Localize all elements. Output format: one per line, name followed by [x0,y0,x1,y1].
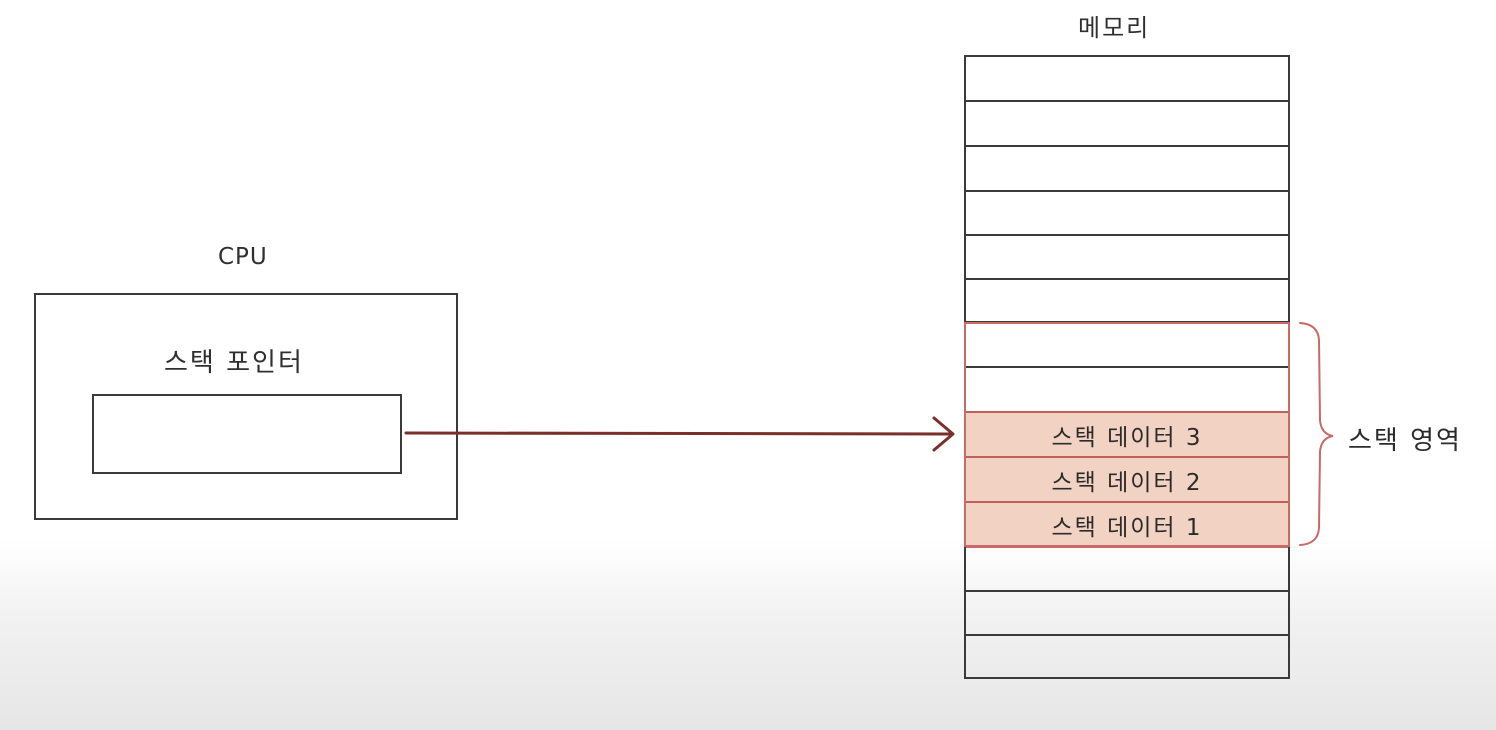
memory-cell [966,192,1288,236]
memory-divider [966,190,1288,192]
memory-cell [966,368,1288,413]
memory-divider [966,145,1288,147]
stack-pointer-label: 스택 포인터 [164,348,304,378]
memory-divider [966,234,1288,236]
cpu-box [34,293,458,520]
memory-cell [966,592,1288,634]
stack-area-label: 스택 영역 [1348,426,1462,456]
stack-data-1-cell: 스택 데이터 1 [966,501,1288,546]
memory-divider [966,590,1288,592]
stack-pointer-arrow [404,416,955,452]
memory-cell [966,323,1288,368]
memory-cell [966,280,1288,323]
stack-pointer-register [92,394,402,474]
memory-divider [966,634,1288,636]
memory-cell [966,236,1288,280]
memory-cell [966,102,1288,147]
memory-cell [966,548,1288,590]
stack-data-2-cell: 스택 데이터 2 [966,456,1288,501]
memory-divider [966,100,1288,102]
stack-area-brace-icon [1299,322,1334,546]
cpu-label: CPU [218,244,268,270]
memory-divider [966,278,1288,280]
memory-label: 메모리 [1078,14,1151,42]
stack-data-3-cell: 스택 데이터 3 [966,411,1288,456]
memory-cell [966,57,1288,102]
memory-cell [966,636,1288,677]
memory-divider [966,366,1288,368]
stack-region-bottom-line [966,546,1288,548]
memory-cell [966,147,1288,192]
memory-block: 스택 데이터 3 스택 데이터 2 스택 데이터 1 [964,55,1290,679]
